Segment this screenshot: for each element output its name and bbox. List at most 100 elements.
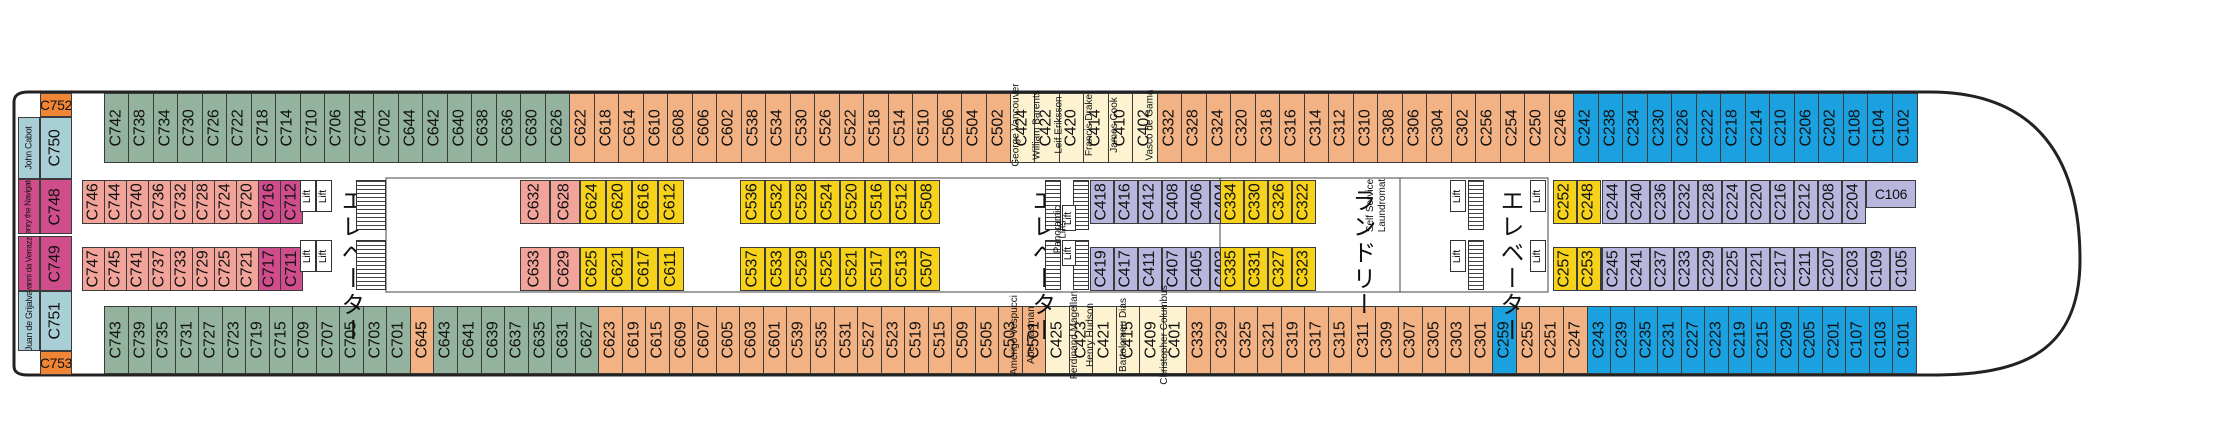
cabin-c206[interactable]: C206 <box>1794 93 1820 163</box>
cabin-c235[interactable]: C235 <box>1634 306 1659 374</box>
cabin-c645[interactable]: C645 <box>410 306 435 374</box>
cabin-c644[interactable]: C644 <box>398 93 424 163</box>
cabin-c106[interactable]: C106 <box>1866 180 1916 208</box>
cabin-c326[interactable]: C326 <box>1268 180 1292 224</box>
cabin-c601[interactable]: C601 <box>763 306 788 374</box>
cabin-c716[interactable]: C716 <box>258 180 281 224</box>
cabin-c332[interactable]: C332 <box>1157 93 1183 163</box>
cabin-c224[interactable]: C224 <box>1722 180 1746 224</box>
cabin-c304[interactable]: C304 <box>1426 93 1452 163</box>
cabin-c323[interactable]: C323 <box>1292 247 1316 291</box>
cabin-c305[interactable]: C305 <box>1422 306 1447 374</box>
cabin-c411[interactable]: C411 <box>1138 247 1162 291</box>
cabin-c327[interactable]: C327 <box>1268 247 1292 291</box>
cabin-c233[interactable]: C233 <box>1674 247 1698 291</box>
cabin-c624[interactable]: C624 <box>580 180 606 224</box>
cabin-juan de grijalva[interactable]: Juan de Grijalva <box>18 291 40 351</box>
cabin-c504[interactable]: C504 <box>961 93 987 163</box>
cabin-giovanni da verrazzano[interactable]: Giovanni da Verrazzano <box>18 236 40 291</box>
cabin-c740[interactable]: C740 <box>126 180 149 224</box>
cabin-c238[interactable]: C238 <box>1598 93 1624 163</box>
cabin-c225[interactable]: C225 <box>1722 247 1746 291</box>
cabin-c256[interactable]: C256 <box>1475 93 1501 163</box>
cabin-c638[interactable]: C638 <box>471 93 497 163</box>
cabin-c252[interactable]: C252 <box>1553 180 1577 224</box>
cabin-c519[interactable]: C519 <box>904 306 929 374</box>
cabin-c709[interactable]: C709 <box>292 306 317 374</box>
cabin-c626[interactable]: C626 <box>545 93 571 163</box>
cabin-c611[interactable]: C611 <box>658 247 684 291</box>
cabin-c515[interactable]: C515 <box>928 306 953 374</box>
cabin-c603[interactable]: C603 <box>739 306 764 374</box>
cabin-c217[interactable]: C217 <box>1770 247 1794 291</box>
cabin-c750[interactable]: C750 <box>40 117 72 179</box>
cabin-c424[interactable]: C424 <box>1010 93 1036 163</box>
cabin-c619[interactable]: C619 <box>622 306 647 374</box>
cabin-c220[interactable]: C220 <box>1746 180 1770 224</box>
cabin-c208[interactable]: C208 <box>1818 180 1842 224</box>
cabin-c509[interactable]: C509 <box>951 306 976 374</box>
cabin-c307[interactable]: C307 <box>1398 306 1423 374</box>
cabin-c746[interactable]: C746 <box>82 180 105 224</box>
cabin-c325[interactable]: C325 <box>1234 306 1259 374</box>
cabin-c236[interactable]: C236 <box>1650 180 1674 224</box>
cabin-c223[interactable]: C223 <box>1704 306 1729 374</box>
cabin-c255[interactable]: C255 <box>1516 306 1541 374</box>
cabin-c710[interactable]: C710 <box>300 93 326 163</box>
cabin-c401[interactable]: C401 <box>1163 306 1188 374</box>
cabin-c605[interactable]: C605 <box>716 306 741 374</box>
cabin-c250[interactable]: C250 <box>1524 93 1550 163</box>
cabin-c229[interactable]: C229 <box>1698 247 1722 291</box>
cabin-c735[interactable]: C735 <box>151 306 176 374</box>
cabin-c508[interactable]: C508 <box>915 180 940 224</box>
cabin-c310[interactable]: C310 <box>1353 93 1379 163</box>
cabin-c202[interactable]: C202 <box>1818 93 1844 163</box>
cabin-c246[interactable]: C246 <box>1549 93 1575 163</box>
cabin-c240[interactable]: C240 <box>1626 180 1650 224</box>
cabin-c753[interactable]: C753 <box>40 351 72 375</box>
cabin-c524[interactable]: C524 <box>815 180 840 224</box>
cabin-c637[interactable]: C637 <box>504 306 529 374</box>
cabin-c231[interactable]: C231 <box>1657 306 1682 374</box>
cabin-c215[interactable]: C215 <box>1751 306 1776 374</box>
cabin-c630[interactable]: C630 <box>520 93 546 163</box>
cabin-c618[interactable]: C618 <box>594 93 620 163</box>
cabin-c635[interactable]: C635 <box>528 306 553 374</box>
cabin-c209[interactable]: C209 <box>1775 306 1800 374</box>
cabin-c502[interactable]: C502 <box>986 93 1012 163</box>
cabin-c416[interactable]: C416 <box>1114 180 1138 224</box>
cabin-c302[interactable]: C302 <box>1451 93 1477 163</box>
cabin-c219[interactable]: C219 <box>1728 306 1753 374</box>
cabin-c739[interactable]: C739 <box>128 306 153 374</box>
cabin-c614[interactable]: C614 <box>618 93 644 163</box>
cabin-c704[interactable]: C704 <box>349 93 375 163</box>
cabin-c702[interactable]: C702 <box>373 93 399 163</box>
cabin-c535[interactable]: C535 <box>810 306 835 374</box>
cabin-c232[interactable]: C232 <box>1674 180 1698 224</box>
cabin-c625[interactable]: C625 <box>580 247 606 291</box>
cabin-c733[interactable]: C733 <box>170 247 193 291</box>
cabin-c617[interactable]: C617 <box>632 247 658 291</box>
cabin-c506[interactable]: C506 <box>937 93 963 163</box>
cabin-c311[interactable]: C311 <box>1351 306 1376 374</box>
cabin-c717[interactable]: C717 <box>258 247 281 291</box>
cabin-c328[interactable]: C328 <box>1181 93 1207 163</box>
cabin-c721[interactable]: C721 <box>236 247 259 291</box>
cabin-c212[interactable]: C212 <box>1794 180 1818 224</box>
cabin-c720[interactable]: C720 <box>236 180 259 224</box>
cabin-c210[interactable]: C210 <box>1769 93 1795 163</box>
cabin-c101[interactable]: C101 <box>1892 306 1917 374</box>
cabin-c743[interactable]: C743 <box>104 306 129 374</box>
cabin-c248[interactable]: C248 <box>1577 180 1601 224</box>
cabin-c642[interactable]: C642 <box>422 93 448 163</box>
cabin-c719[interactable]: C719 <box>245 306 270 374</box>
cabin-c421[interactable]: C421 <box>1092 306 1117 374</box>
cabin-c329[interactable]: C329 <box>1210 306 1235 374</box>
cabin-c418[interactable]: C418 <box>1090 180 1114 224</box>
cabin-c749[interactable]: C749 <box>40 236 72 291</box>
cabin-c643[interactable]: C643 <box>433 306 458 374</box>
cabin-c628[interactable]: C628 <box>550 180 580 224</box>
cabin-c226[interactable]: C226 <box>1671 93 1697 163</box>
cabin-c747[interactable]: C747 <box>82 247 105 291</box>
cabin-c324[interactable]: C324 <box>1206 93 1232 163</box>
